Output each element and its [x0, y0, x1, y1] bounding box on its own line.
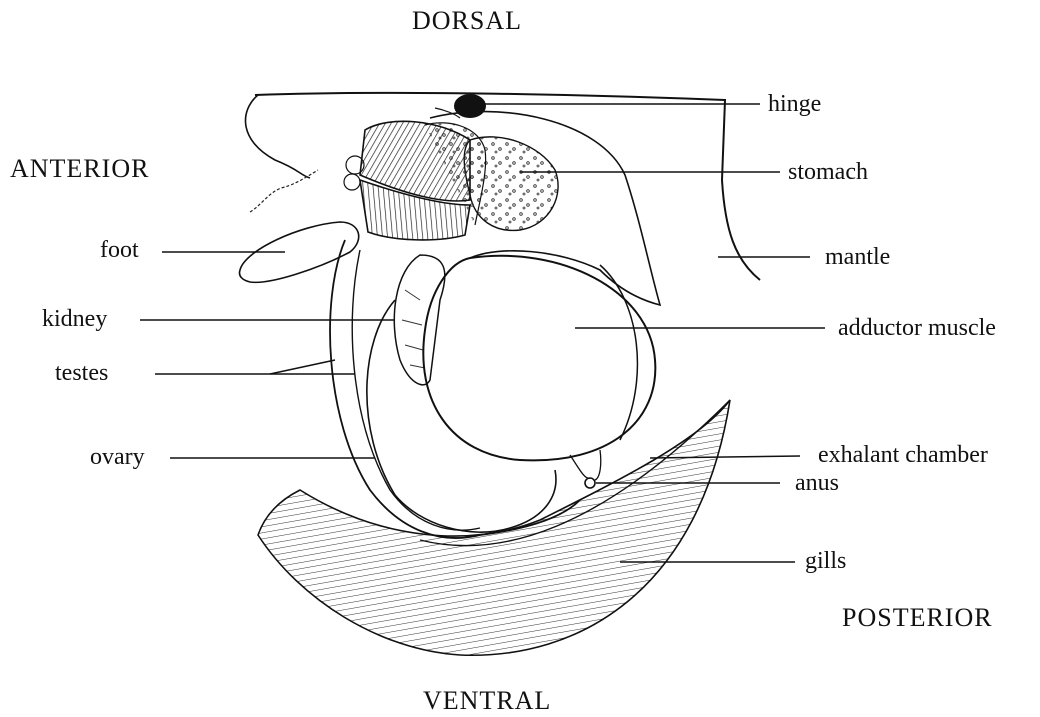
label-foot: foot — [100, 238, 139, 262]
label-testes: testes — [55, 361, 108, 385]
kidney-shape — [394, 255, 445, 385]
orientation-ventral: VENTRAL — [423, 688, 551, 714]
mantle-fringe — [250, 170, 318, 212]
anus-shape — [585, 478, 595, 488]
orientation-dorsal: DORSAL — [412, 8, 522, 34]
mantle-anterior-edge — [245, 95, 310, 178]
gills-shape — [258, 400, 730, 655]
label-gills: gills — [805, 549, 846, 573]
label-stomach: stomach — [788, 160, 868, 184]
label-kidney: kidney — [42, 307, 107, 331]
hinge-shape — [454, 94, 486, 118]
label-hinge: hinge — [768, 92, 821, 116]
label-adductor-muscle: adductor muscle — [838, 316, 996, 340]
label-ovary: ovary — [90, 445, 145, 469]
orientation-anterior: ANTERIOR — [10, 156, 149, 182]
label-exhalant-chamber: exhalant chamber — [818, 443, 988, 467]
orientation-posterior: POSTERIOR — [842, 605, 993, 631]
label-mantle: mantle — [825, 245, 890, 269]
label-anus: anus — [795, 471, 839, 495]
